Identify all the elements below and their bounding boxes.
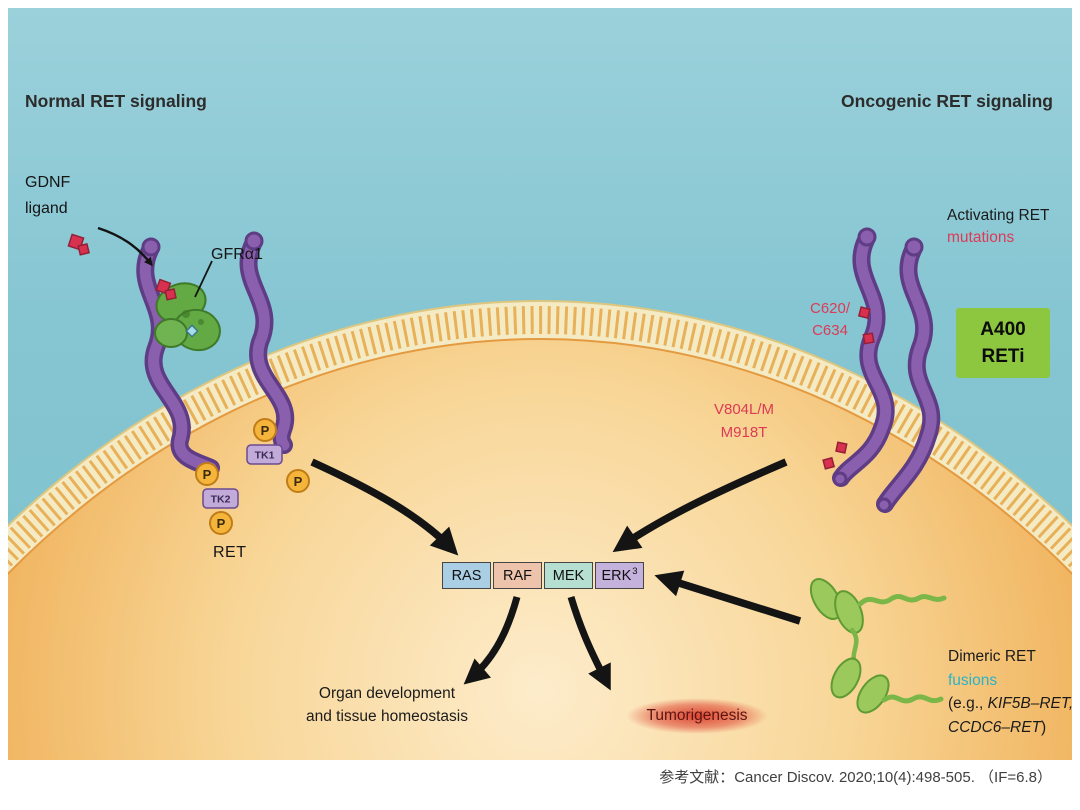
arrow-normal-to-cascade — [310, 458, 459, 556]
receptor-top-loop — [904, 237, 924, 257]
gdnf-ligand-label: GDNF ligand — [25, 170, 70, 222]
normal-ret-receptor: TK1 TK2 P P P P — [67, 231, 310, 535]
fusion-tail — [881, 694, 944, 704]
fusions-line1: Dimeric RET — [948, 648, 1036, 665]
gdnf-line2: ligand — [25, 200, 68, 217]
cell-membrane-ticks — [8, 306, 1072, 570]
site2-line2: M918T — [720, 424, 768, 441]
receptor-end-curl — [876, 497, 892, 513]
phospho-label: P — [203, 467, 212, 482]
normal-outcome-label: Organ development and tissue homeostasis — [294, 682, 480, 728]
tumorigenesis-label: Tumorigenesis — [646, 707, 748, 724]
organ-line1: Organ development — [318, 685, 456, 702]
fusions-line3-prefix: (e.g., — [948, 695, 988, 712]
cascade-box-raf: RAF — [493, 562, 542, 589]
activating-mutations-label: Activating RET mutations — [947, 205, 1050, 249]
title-oncogenic-signaling: Oncogenic RET signaling — [841, 91, 1053, 111]
cell — [8, 300, 1072, 760]
mutant-ret-receptor — [822, 227, 941, 513]
inhibitor-line1: A400 — [980, 318, 1026, 340]
coreceptor-diamond — [185, 324, 199, 338]
tk1-box — [246, 444, 283, 465]
arrow-mutation-to-cascade — [612, 458, 788, 553]
title-normal-signaling: Normal RET signaling — [25, 91, 207, 111]
phospho-label: P — [294, 474, 303, 489]
dimeric-ret-fusions — [809, 578, 947, 714]
fusions-line3: (e.g., KIF5B–RET, — [948, 692, 1073, 716]
receptor-top-loop — [141, 237, 161, 257]
fusions-line4-gene: CCDC6–RET — [948, 718, 1042, 736]
site2-line1: V804L/M — [713, 401, 775, 418]
organ-line2: and tissue homeostasis — [306, 708, 468, 725]
tk2-box — [202, 488, 239, 509]
inhibitor-line2: RETi — [981, 345, 1025, 367]
ret-inhibitor-box: A400 RETi — [956, 308, 1050, 378]
gdnf-ligand — [67, 233, 177, 301]
phospho-label: P — [217, 516, 226, 531]
receptor-chain — [835, 234, 937, 510]
mutation-site-v804-m918: V804L/M M918T — [700, 398, 788, 444]
cascade-box-mek: MEK — [544, 562, 593, 589]
site1-line2: C634 — [812, 322, 848, 339]
receptor-end-curl — [832, 471, 848, 487]
phospho-circle — [195, 462, 219, 486]
gdnf-line1: GDNF — [25, 174, 71, 191]
arrow-cascade-to-tumor — [567, 595, 611, 691]
ret-label: RET — [213, 544, 247, 561]
tumorigenesis-glow: Tumorigenesis — [603, 692, 791, 740]
fusions-line4-suffix: ) — [1041, 718, 1047, 736]
ras-label: RAS — [451, 567, 482, 584]
arrow-cascade-to-organ — [463, 596, 521, 685]
kinase-domains: TK1 TK2 — [202, 444, 283, 509]
mutation-site-c620-c634: C620/ C634 — [798, 298, 862, 342]
arrow-fusion-to-cascade — [654, 570, 802, 625]
tk1-label: TK1 — [255, 450, 275, 462]
activating-line2: mutations — [947, 229, 1015, 246]
site1-line1: C620/ — [809, 300, 851, 317]
phospho-circle — [286, 469, 310, 493]
receptor-chain — [139, 238, 291, 474]
activating-line1: Activating RET — [947, 207, 1050, 224]
reference-citation: 参考文献：Cancer Discov. 2020;10(4):498-505. … — [659, 769, 1052, 786]
diagram-art: TK1 TK2 P P P P — [8, 226, 1072, 760]
receptor-top-loop — [857, 227, 877, 247]
fusions-line4: CCDC6–RET) — [948, 716, 1073, 740]
erk-superscript: 3 — [632, 566, 638, 577]
phosphorylation-sites: P P P P — [195, 418, 310, 535]
background-panel: TK1 TK2 P P P P — [8, 8, 1072, 760]
receptor-top-loop — [244, 231, 264, 251]
fusions-line3-gene: KIF5B–RET, — [987, 695, 1074, 712]
fusion-tail — [857, 593, 947, 607]
erk-label: ERK — [601, 567, 632, 584]
fusions-label: Dimeric RET fusions (e.g., KIF5B–RET, CC… — [948, 645, 1073, 739]
phospho-label: P — [261, 423, 270, 438]
cascade-box-ras: RAS — [442, 562, 491, 589]
gfra1-pointer-line — [194, 260, 213, 298]
raf-label: RAF — [503, 567, 532, 584]
phospho-circle — [209, 511, 233, 535]
gfra1-label: GFRα1 — [211, 246, 263, 263]
arrow-gdnf-to-receptor — [97, 226, 153, 267]
mutation-markers — [822, 306, 875, 470]
mek-label: MEK — [552, 567, 585, 584]
arrows — [97, 226, 802, 691]
fusions-line2: fusions — [948, 671, 998, 689]
tk2-label: TK2 — [211, 494, 231, 506]
phospho-circle — [253, 418, 277, 442]
